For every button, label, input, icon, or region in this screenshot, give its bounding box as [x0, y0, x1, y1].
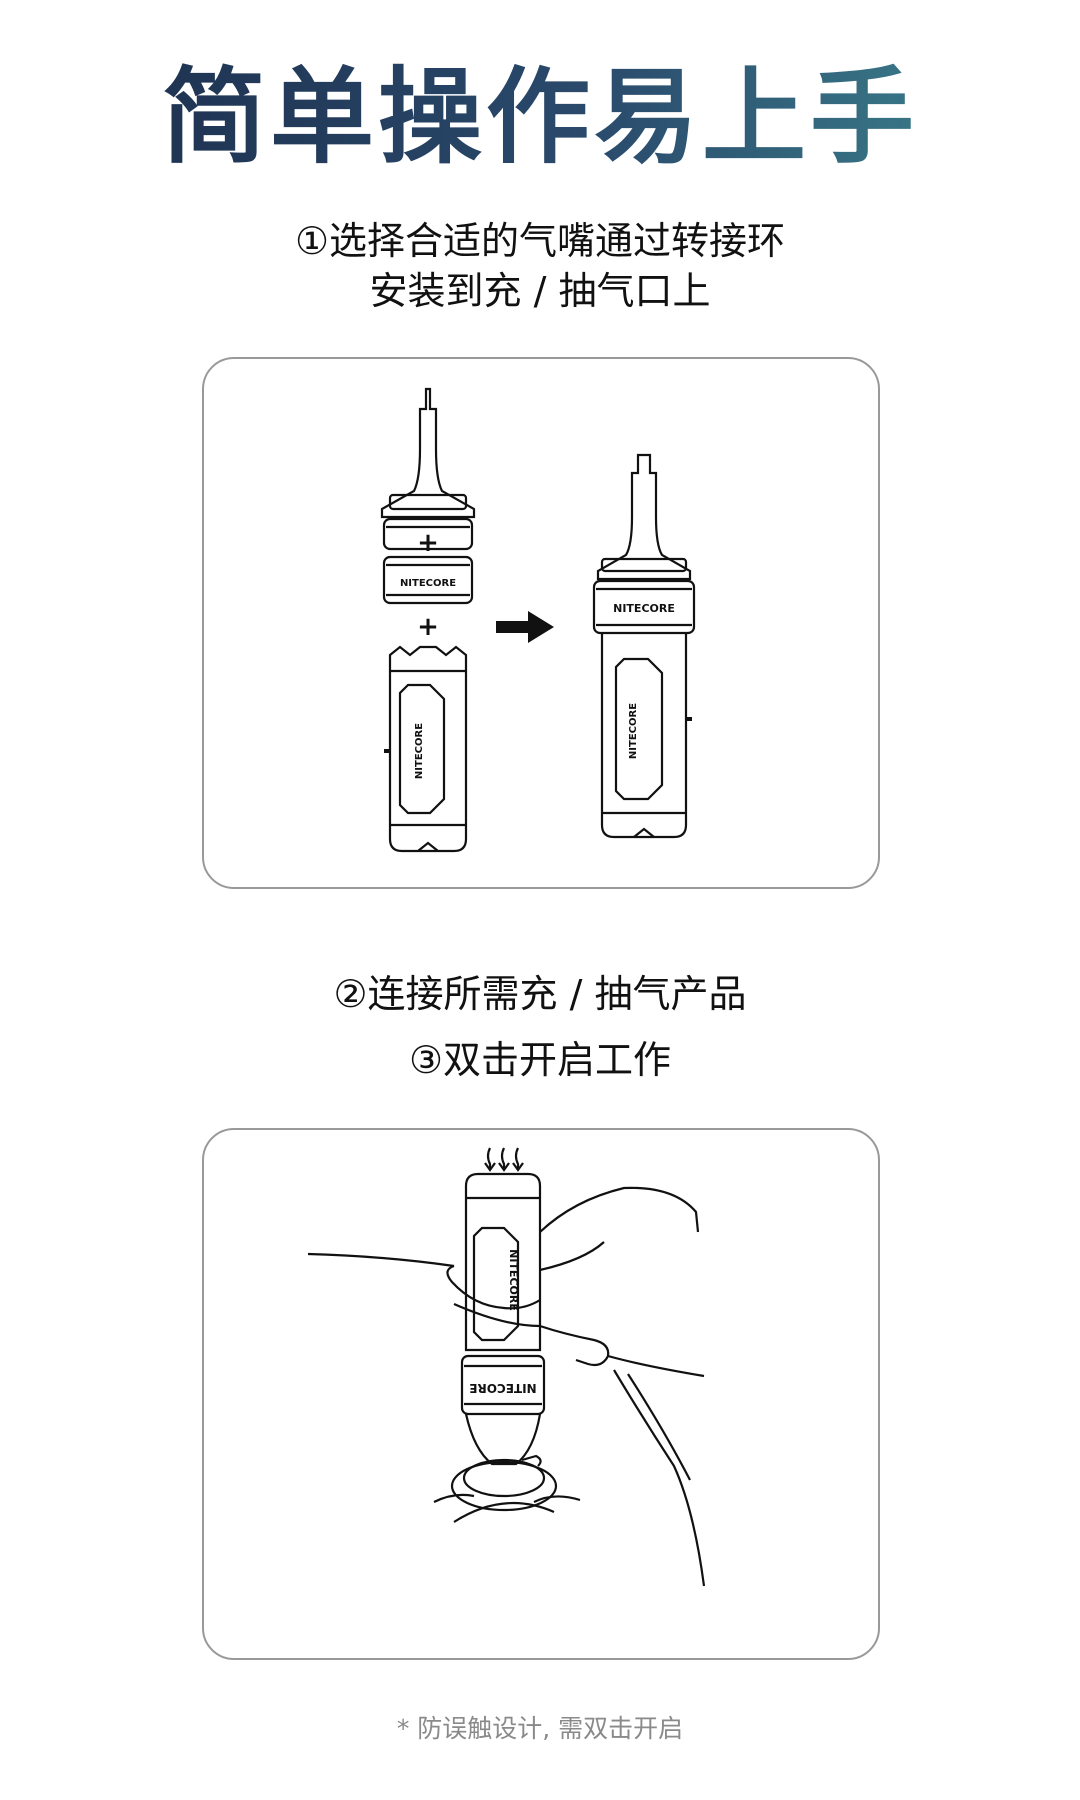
assembly-illustration-panel: + NITECORE + NITECORE: [202, 357, 880, 889]
footer-note: * 防误触设计, 需双击开启: [396, 1714, 684, 1743]
usage-illustration-panel: NITECORE NITECORE: [202, 1128, 880, 1660]
step1-line1: ①选择合适的气嘴通过转接环: [294, 219, 786, 263]
arrow-right-icon: [496, 611, 554, 643]
airflow-arrows-icon: [484, 1147, 524, 1172]
assembled-pump: NITECORE NITECORE: [592, 453, 696, 839]
adapter-brand-text: NITECORE: [400, 578, 456, 589]
adapter-ring-part: NITECORE: [382, 555, 474, 605]
handheld-brand-text: NITECORE: [507, 1249, 520, 1311]
pump-brand-text: NITECORE: [414, 723, 425, 779]
step2-text: ②连接所需充 / 抽气产品: [333, 972, 747, 1016]
inflatable-product: [433, 1493, 581, 1523]
nozzle-part: [380, 387, 476, 551]
page-title: 简单操作易上手: [0, 57, 1080, 178]
step3-text: ③双击开启工作: [408, 1038, 672, 1082]
hand-illustration: [307, 1186, 706, 1587]
assembled-body-brand-text: NITECORE: [628, 703, 639, 759]
plus-sign-2: +: [417, 612, 439, 642]
assembly-illustration: + NITECORE + NITECORE: [380, 387, 696, 853]
pump-body-part: NITECORE: [384, 645, 468, 853]
handheld-ring-brand-text: NITECORE: [469, 1381, 536, 1395]
step1-line2: 安装到充 / 抽气口上: [369, 269, 711, 313]
plus-sign-1: +: [417, 528, 439, 558]
assembled-brand-text: NITECORE: [613, 602, 675, 615]
handheld-pump: NITECORE NITECORE: [450, 1172, 558, 1512]
usage-illustration: NITECORE NITECORE: [307, 1147, 706, 1587]
